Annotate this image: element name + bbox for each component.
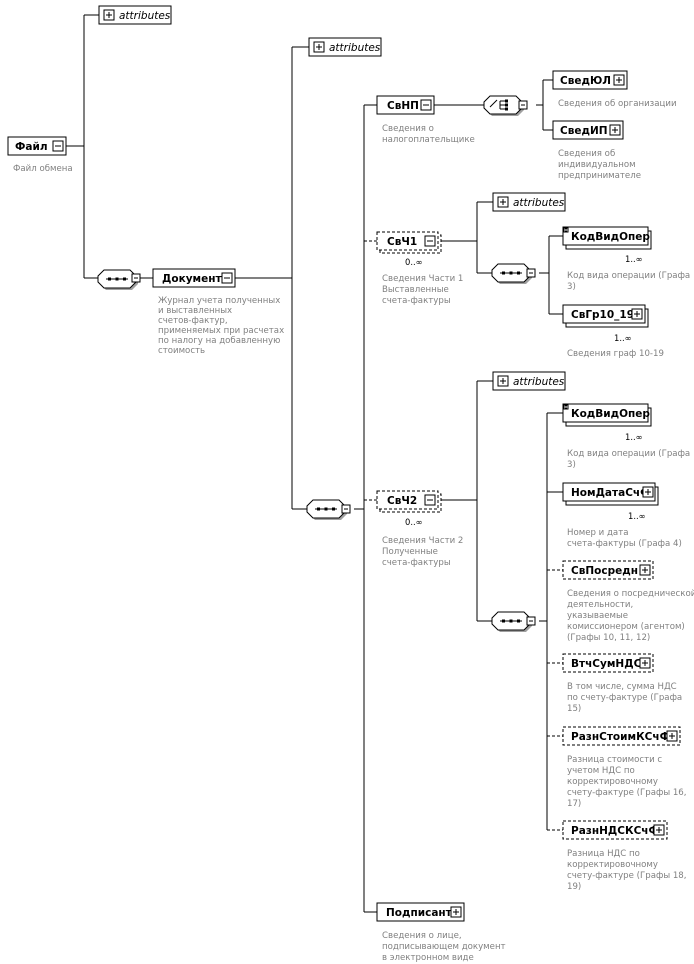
element-description: Сведения Части 2 Полученные счета-фактур… [382, 536, 466, 568]
cardinality-label: 1..∞ [625, 432, 643, 442]
element-label: Подписант [386, 907, 453, 919]
element-label: РазнНДСКСчФ [571, 825, 659, 837]
sequence-compositor[interactable] [491, 611, 536, 632]
cardinality-label: 0..∞ [405, 257, 423, 267]
element-svedul[interactable]: СведЮЛ Сведения об организации [552, 70, 677, 109]
element-kodvidoper-1[interactable]: КодВидОпер 1..∞ Код вида операции (Графа… [562, 226, 693, 292]
element-description: Разница НДС по корректировочному счету-ф… [567, 849, 689, 892]
attributes-label: attributes [513, 376, 565, 388]
element-kodvidoper-2[interactable]: КодВидОпер 1..∞ Код вида операции (Графа… [562, 403, 693, 470]
element-description: Сведения граф 10-19 [567, 349, 664, 359]
element-description: Сведения о посреднической деятельности, … [567, 589, 694, 643]
element-description: Сведения о лице, подписывающем документ … [382, 931, 508, 963]
element-label: КодВидОпер [571, 408, 650, 420]
element-label: СвЧ2 [387, 495, 417, 507]
element-svch2[interactable]: СвЧ2 0..∞ Сведения Части 2 Полученные сч… [376, 490, 466, 568]
sequence-compositor[interactable] [306, 499, 351, 520]
element-label: РазнСтоимКСчФ [571, 731, 670, 743]
attributes-label: attributes [329, 42, 381, 54]
element-raznstoimksch[interactable]: РазнСтоимКСчФ Разница стоимости с учетом… [562, 726, 689, 809]
sequence-compositor[interactable] [491, 263, 536, 284]
attributes-box-fayl[interactable]: attributes [98, 5, 172, 25]
element-description: Файл обмена [13, 164, 73, 174]
element-svnp[interactable]: СвНП Сведения о налогоплательщике [376, 95, 475, 145]
sequence-compositor[interactable] [97, 269, 141, 290]
attributes-box-svch2[interactable]: attributes [492, 371, 566, 391]
element-dokument[interactable]: Документ Журнал учета полученных и выста… [152, 268, 287, 356]
cardinality-label: 1..∞ [628, 511, 646, 521]
attributes-label: attributes [513, 197, 565, 209]
cardinality-label: 1..∞ [614, 333, 632, 343]
element-label: СвГр10_19 [571, 309, 634, 321]
element-description: Код вида операции (Графа 3) [567, 271, 693, 292]
element-svedip[interactable]: СведИП Сведения об индивидуальном предпр… [552, 120, 641, 181]
element-svgr10-19[interactable]: СвГр10_19 1..∞ Сведения граф 10-19 [562, 304, 664, 359]
element-label: КодВидОпер [571, 231, 650, 243]
element-description: Номер и дата счета-фактуры (Графа 4) [567, 528, 682, 549]
element-description: Сведения об индивидуальном предпринимате… [558, 149, 641, 181]
element-svposredn[interactable]: СвПосредн Сведения о посреднической деят… [562, 560, 694, 643]
element-description: Сведения Части 1 Выставленные счета-факт… [382, 274, 466, 306]
element-description: Код вида операции (Графа 3) [567, 449, 693, 470]
element-label: Файл [15, 141, 48, 153]
element-nomdatasch[interactable]: НомДатаСчФ 1..∞ Номер и дата счета-факту… [562, 482, 682, 549]
element-vtchsumnds[interactable]: ВтчСумНДС В том числе, сумма НДС по счет… [562, 653, 685, 714]
element-label: СвЧ1 [387, 236, 417, 248]
element-label: СвНП [387, 100, 419, 112]
element-label: ВтчСумНДС [571, 658, 642, 670]
element-raznndsksch[interactable]: РазнНДСКСчФ Разница НДС по корректировоч… [562, 820, 689, 892]
element-description: Сведения о налогоплательщике [382, 124, 475, 145]
element-description: Журнал учета полученных и выставленных с… [158, 296, 287, 356]
element-description: Сведения об организации [558, 99, 677, 109]
attributes-label: attributes [119, 10, 171, 22]
element-svch1[interactable]: СвЧ1 0..∞ Сведения Части 1 Выставленные … [376, 231, 466, 306]
cardinality-label: 0..∞ [405, 517, 423, 527]
element-label: СведЮЛ [560, 75, 611, 87]
attributes-box-dokument[interactable]: attributes [308, 37, 382, 57]
element-fayl[interactable]: Файл Файл обмена [7, 136, 73, 174]
element-label: Документ [162, 273, 222, 285]
element-podpisant[interactable]: Подписант Сведения о лице, подписывающем… [376, 902, 508, 963]
connector-lines [66, 14, 563, 913]
choice-compositor[interactable] [483, 95, 528, 116]
element-description: Разница стоимости с учетом НДС по коррек… [567, 755, 689, 809]
element-label: СвПосредн [571, 565, 638, 577]
attributes-box-svch1[interactable]: attributes [492, 192, 566, 212]
element-description: В том числе, сумма НДС по счету-фактуре … [567, 682, 685, 714]
element-label: НомДатаСчФ [571, 487, 651, 499]
element-label: СведИП [560, 125, 608, 137]
cardinality-label: 1..∞ [625, 254, 643, 264]
